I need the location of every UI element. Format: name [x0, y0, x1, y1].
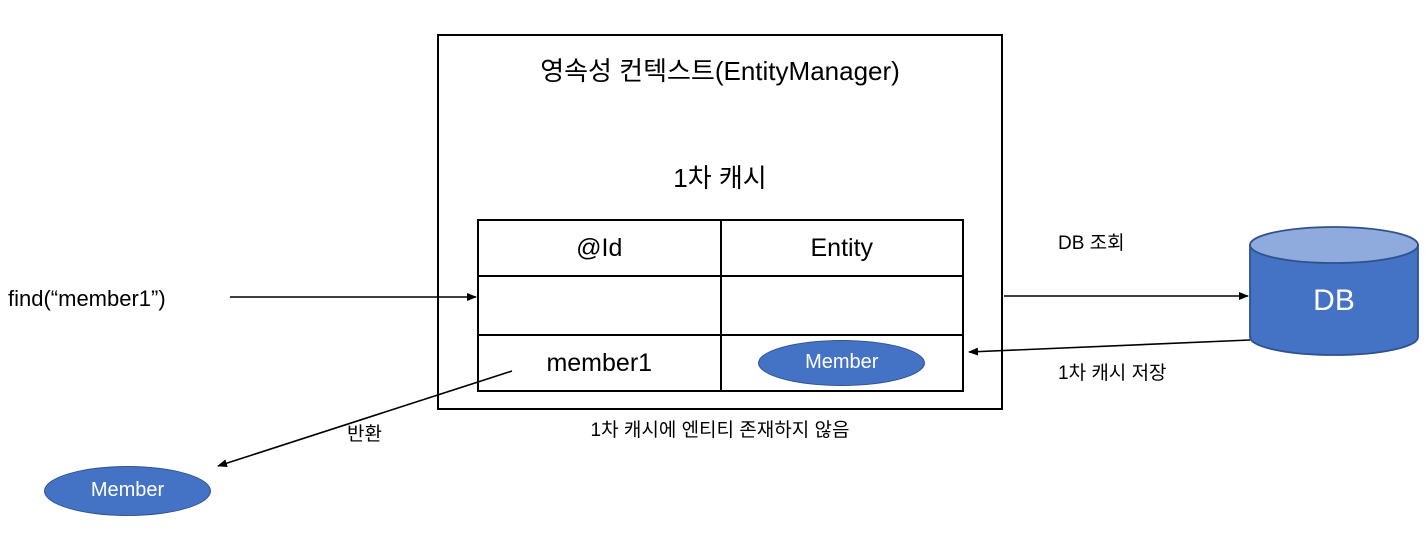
table-header-row: @Id Entity: [477, 219, 964, 277]
column-header-entity: Entity: [719, 219, 964, 277]
database-label: DB: [1313, 284, 1355, 317]
table-row: [477, 275, 964, 336]
db-query-label: DB 조회: [1058, 233, 1125, 254]
db-top-ellipse: [1249, 226, 1419, 264]
cell-entity-empty: [719, 275, 964, 336]
table-row: member1 Member: [477, 334, 964, 392]
find-call-label: find(“member1”): [8, 286, 166, 311]
first-level-cache-title: 1차 캐시: [673, 163, 767, 193]
database-cylinder: [1249, 226, 1419, 356]
cached-member-entity: Member: [758, 340, 926, 386]
persistence-context-title: 영속성 컨텍스트(EntityManager): [540, 56, 900, 86]
cell-id-member1: member1: [477, 334, 722, 392]
persistence-context-box: [437, 34, 1003, 410]
cell-entity-member: Member: [719, 334, 964, 392]
returned-member-entity: Member: [44, 466, 211, 516]
return-label: 반환: [347, 424, 382, 445]
cache-miss-note: 1차 캐시에 엔티티 존재하지 않음: [590, 420, 850, 441]
cache-save-label: 1차 캐시 저장: [1058, 363, 1167, 384]
cell-id-empty: [477, 275, 722, 336]
db-body: [1249, 244, 1419, 356]
arrow-cache-save: [968, 339, 1251, 356]
first-level-cache-table: @Id Entity member1 Member: [477, 219, 964, 392]
column-header-id: @Id: [477, 219, 722, 277]
